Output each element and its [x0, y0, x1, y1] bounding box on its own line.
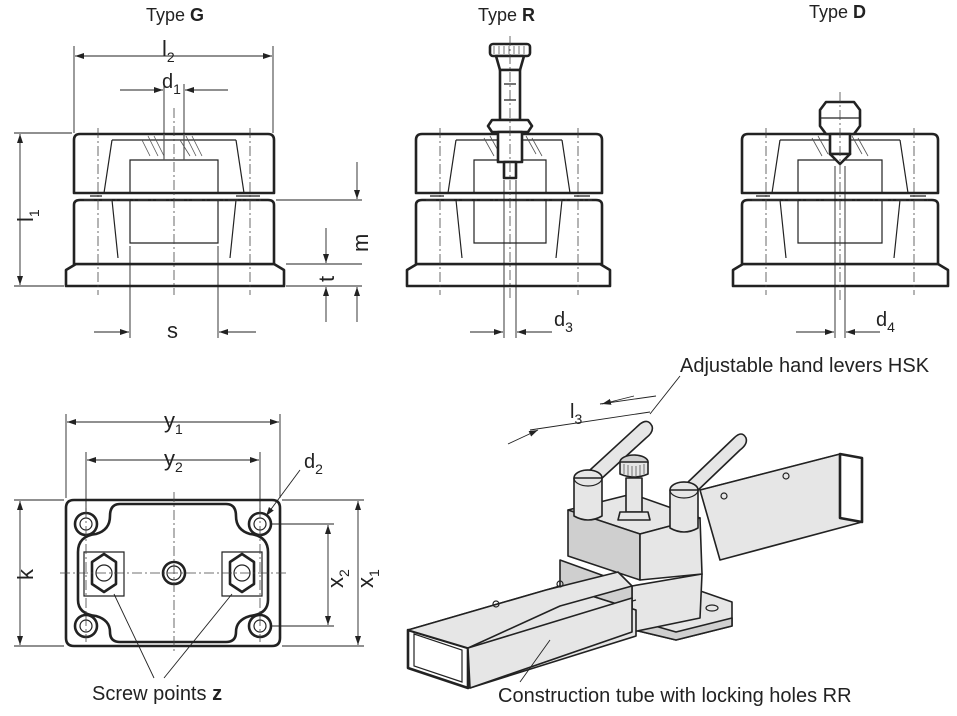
dim-d1: d1: [162, 71, 181, 97]
dim-y1: y1: [164, 408, 183, 437]
top-view: y1 y2 d2 k x2 x1 Screw points z: [13, 408, 382, 705]
dim-y2: y2: [164, 446, 183, 475]
dim-l1: l1: [13, 209, 42, 222]
type-g-view: l2 d1 l1 m t s: [13, 36, 373, 343]
screw-points-label: Screw points z: [92, 683, 222, 705]
type-r-view: d3: [405, 36, 612, 338]
type-g-title: Type G: [146, 5, 204, 25]
isometric-assembly: l3 Adjustable hand levers HSK Constructi…: [406, 355, 930, 707]
dim-d4: d4: [876, 309, 895, 335]
type-d-title: Type D: [809, 2, 866, 22]
dim-x2: x2: [323, 569, 352, 588]
construction-tube-label: Construction tube with locking holes RR: [498, 685, 852, 707]
dim-t: t: [314, 276, 339, 282]
dim-d2: d2: [304, 451, 323, 477]
type-r-title: Type R: [478, 5, 535, 25]
dim-x1: x1: [353, 569, 382, 588]
hand-levers-label: Adjustable hand levers HSK: [680, 355, 930, 377]
type-d-view: d4: [731, 92, 950, 338]
dim-s: s: [167, 318, 178, 343]
dim-k: k: [13, 568, 38, 580]
dim-l3: l3: [570, 401, 582, 427]
dim-l2: l2: [162, 36, 175, 65]
dim-m: m: [348, 234, 373, 252]
dim-d3: d3: [554, 309, 573, 335]
